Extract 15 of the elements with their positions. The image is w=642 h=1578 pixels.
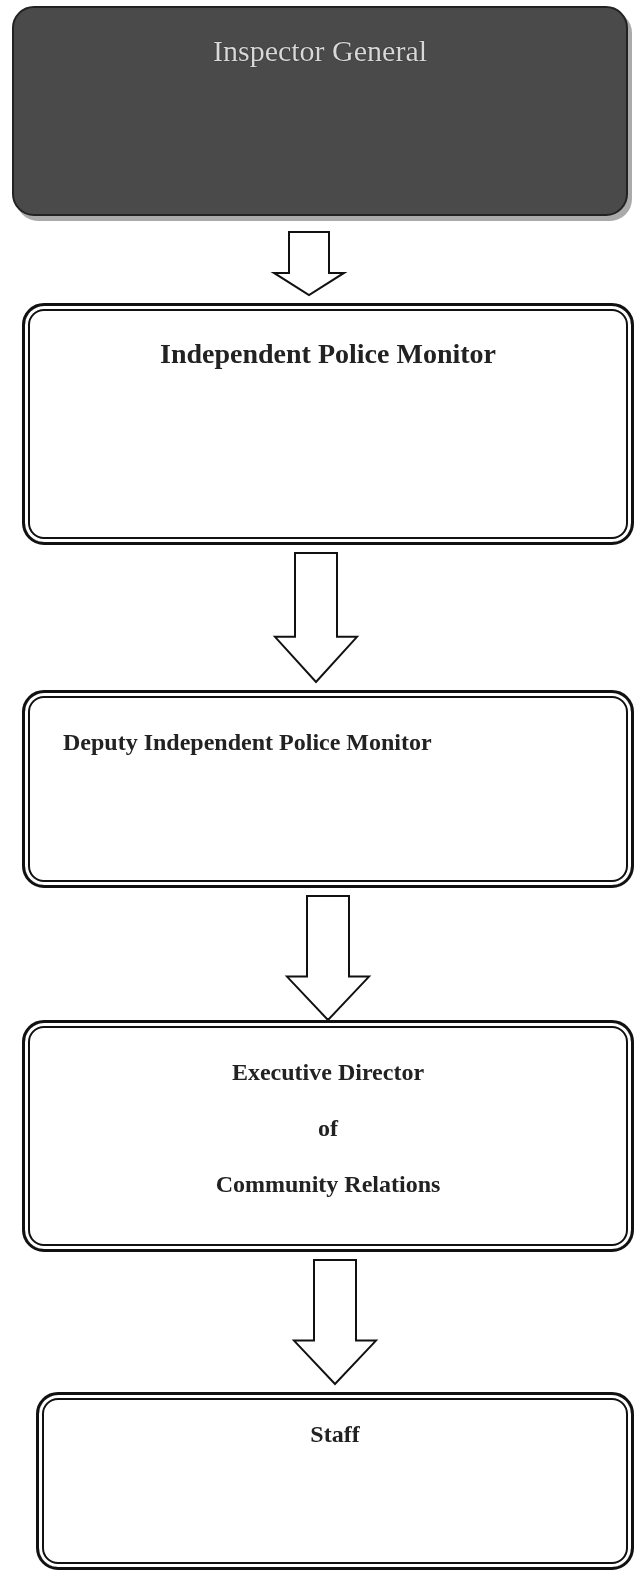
role-title: of xyxy=(318,1115,338,1142)
role-title: Community Relations xyxy=(215,1171,441,1198)
role-title: Deputy Independent Police Monitor xyxy=(63,729,432,756)
block-arrow xyxy=(270,231,348,297)
role-box xyxy=(22,303,634,545)
role-title: Independent Police Monitor xyxy=(160,338,496,370)
role-title: Staff xyxy=(310,1421,360,1448)
block-arrow xyxy=(272,552,360,684)
role-box xyxy=(36,1392,634,1570)
role-title: Inspector General xyxy=(212,34,428,68)
block-arrow xyxy=(291,1259,379,1386)
block-arrow xyxy=(284,895,372,1022)
role-box xyxy=(22,1020,634,1252)
role-title: Executive Director xyxy=(231,1059,425,1086)
role-box xyxy=(22,690,634,888)
